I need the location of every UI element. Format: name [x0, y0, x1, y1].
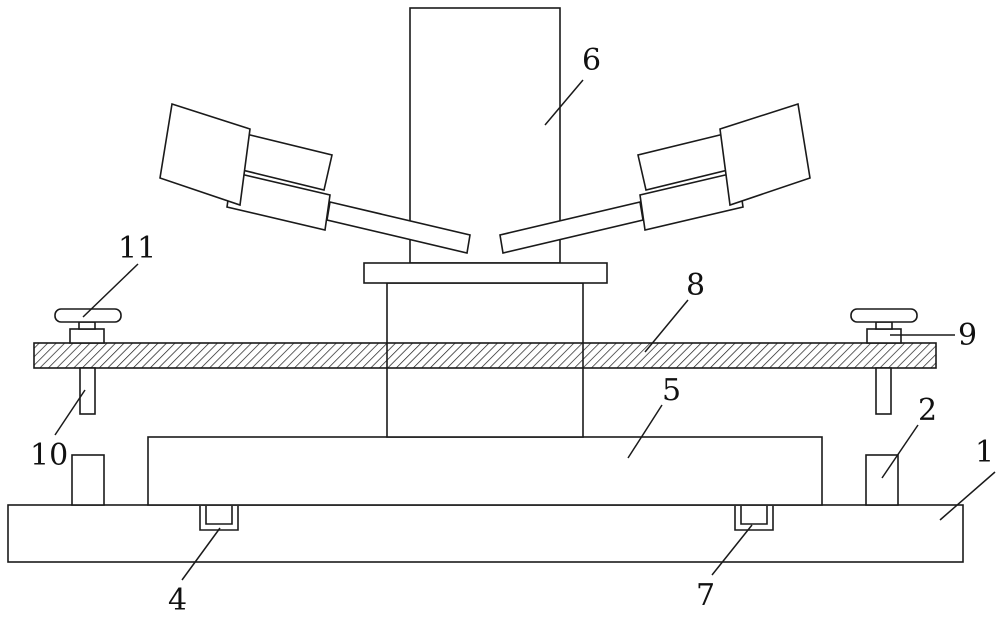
knob-assembly-right	[850, 308, 918, 344]
slot-right	[734, 506, 774, 531]
knob-assembly-left	[54, 308, 122, 344]
leader-11	[82, 263, 139, 318]
hatched-plate	[33, 342, 937, 369]
leader-6	[544, 79, 584, 126]
knob-left-handwheel	[54, 308, 122, 323]
arm-assembly-right	[499, 102, 811, 254]
bolt-left	[79, 367, 96, 415]
label-1: 1	[975, 435, 994, 470]
label-11: 11	[118, 231, 156, 266]
label-7: 7	[696, 578, 715, 613]
leader-5	[627, 404, 663, 459]
knob-right-nut	[866, 328, 902, 344]
bolt-right	[875, 367, 892, 415]
knob-right-handwheel	[850, 308, 918, 323]
label-5: 5	[662, 373, 681, 408]
arm-assembly-left	[159, 102, 471, 254]
leader-4	[181, 527, 221, 581]
arm-right-head	[719, 102, 811, 207]
leader-7	[711, 524, 753, 576]
support-block-left	[71, 454, 105, 506]
leader-10	[54, 389, 86, 436]
cap-plate	[363, 262, 608, 284]
leader-1	[939, 471, 996, 521]
arm-left-head	[159, 102, 251, 207]
leader-2	[881, 424, 919, 479]
label-4: 4	[168, 583, 187, 618]
base-plate	[7, 504, 964, 563]
knob-left-nut	[69, 328, 105, 344]
label-8: 8	[686, 268, 705, 303]
knob-left-stem	[78, 321, 96, 330]
label-2: 2	[918, 393, 937, 428]
platform	[147, 436, 823, 506]
label-9: 9	[958, 318, 977, 353]
leader-8	[644, 299, 689, 353]
slot-left	[199, 506, 239, 531]
knob-right-stem	[875, 321, 893, 330]
label-10: 10	[30, 438, 68, 473]
label-6: 6	[582, 43, 601, 78]
column	[409, 7, 561, 264]
